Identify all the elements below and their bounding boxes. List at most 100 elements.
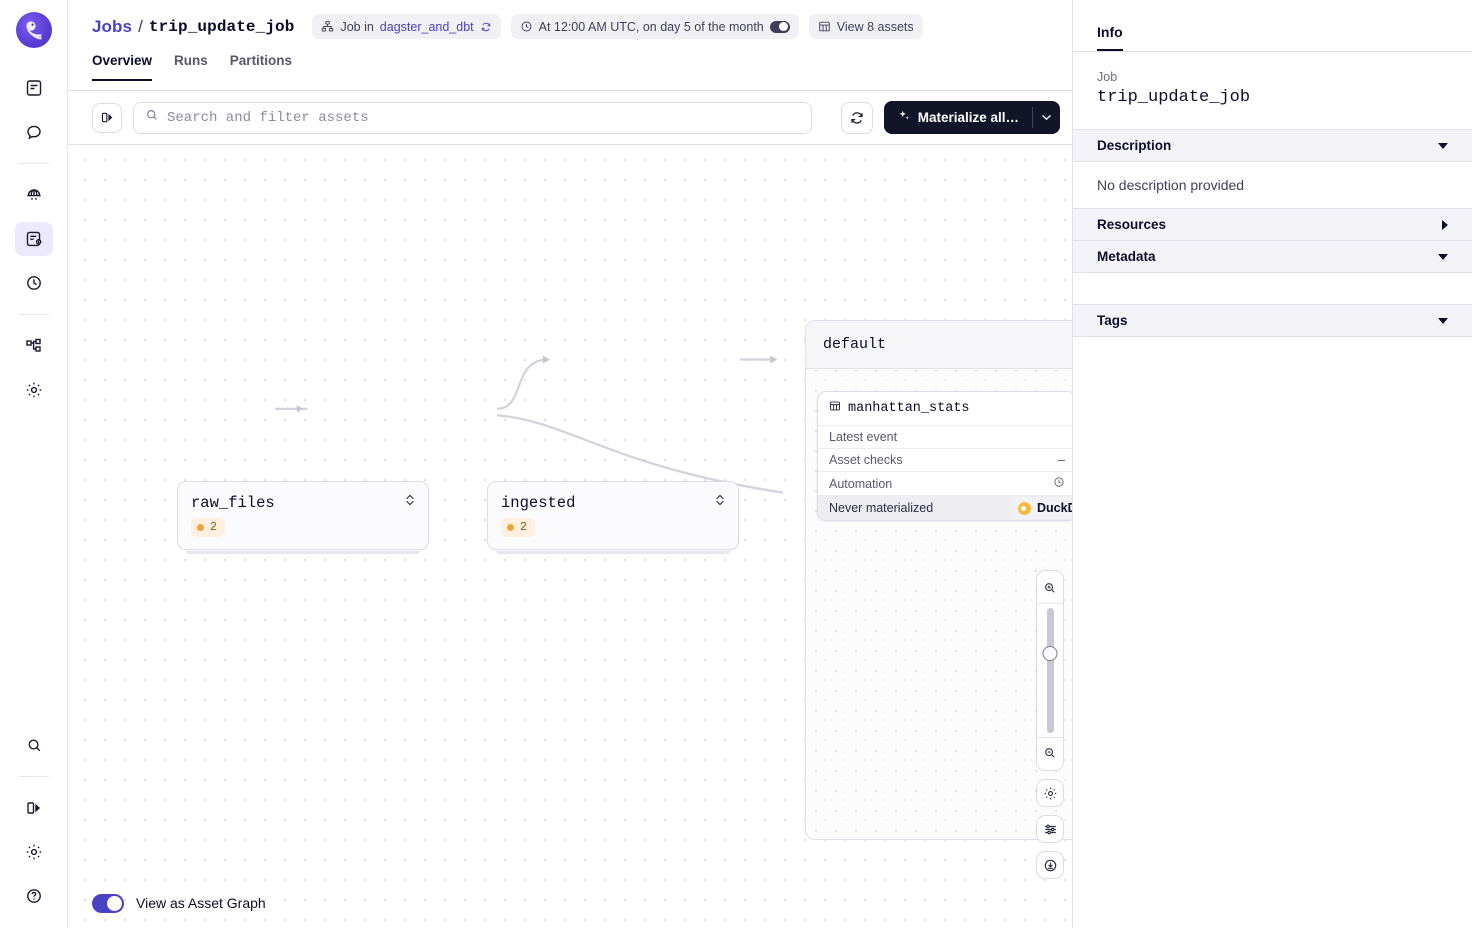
section-title: Description (1097, 138, 1172, 153)
settings-icon[interactable] (15, 373, 53, 407)
info-job-key: Job (1097, 70, 1118, 84)
materialize-label: Materialize all… (917, 110, 1019, 125)
panel-toggle-icon[interactable] (92, 102, 122, 133)
asset-node-header: ingested (488, 482, 738, 518)
tab-runs[interactable]: Runs (174, 53, 208, 68)
rail-divider (18, 163, 49, 164)
asset-row-automation[interactable]: Automation (818, 471, 1072, 495)
zoom-slider-knob[interactable] (1042, 646, 1058, 661)
runs-history-icon[interactable] (15, 266, 53, 300)
asset-row-label: Latest event (829, 430, 898, 444)
chevron-down-icon[interactable] (1438, 317, 1448, 324)
section-body-description: No description provided (1073, 162, 1472, 209)
chip-repo-link[interactable]: dagster_and_dbt (379, 19, 474, 34)
source-badge-label: DuckDB (1037, 501, 1072, 515)
chip-job-prefix: Job in (340, 19, 374, 34)
chip-schedule[interactable]: At 12:00 AM UTC, on day 5 of the month (510, 14, 799, 39)
section-title: Metadata (1097, 249, 1156, 264)
search-input[interactable] (167, 109, 800, 126)
toggle-sidebar-icon[interactable] (15, 791, 53, 825)
section-title: Resources (1097, 217, 1167, 232)
breadcrumb-jobs-link[interactable]: Jobs (92, 16, 133, 36)
section-header-tags[interactable]: Tags (1073, 305, 1472, 337)
refresh-icon[interactable] (840, 101, 873, 134)
info-panel-tabs: Info (1073, 0, 1472, 52)
view-as-asset-graph-toggle[interactable] (92, 893, 124, 913)
gear-icon[interactable] (1036, 779, 1064, 807)
asset-row-value: – (1058, 453, 1065, 467)
header-divider (68, 90, 1072, 91)
page-header: Jobs / trip_update_job Job in dagster_an… (68, 0, 1072, 53)
deployment-icon[interactable] (15, 178, 53, 212)
left-rail (0, 0, 68, 928)
zoom-slider-box (1036, 570, 1064, 771)
search-icon[interactable] (15, 728, 53, 762)
info-panel: Info Job trip_update_job Description No … (1072, 0, 1472, 928)
asset-row-label: Automation (829, 476, 893, 491)
zoom-slider-track (1046, 608, 1054, 733)
duckdb-icon (1018, 501, 1031, 515)
section-title: Tags (1097, 313, 1128, 328)
source-badge-duckdb[interactable]: DuckDB (1012, 497, 1072, 519)
view-as-asset-graph-label: View as Asset Graph (136, 895, 266, 911)
zoom-controls (1036, 570, 1064, 879)
tab-partitions[interactable]: Partitions (229, 53, 293, 68)
chip-view-assets[interactable]: View 8 assets (808, 14, 923, 39)
help-icon[interactable] (15, 879, 53, 913)
asset-node-body: 2 (178, 518, 428, 549)
section-body-metadata (1073, 273, 1472, 305)
automation-icon[interactable] (15, 329, 53, 363)
zoom-divider-2 (1037, 737, 1063, 738)
sliders-icon[interactable] (1036, 815, 1064, 843)
partition-count: 2 (210, 521, 217, 534)
chip-job-in-repo[interactable]: Job in dagster_and_dbt (312, 14, 501, 39)
reload-icon[interactable] (480, 21, 492, 33)
page-title: trip_update_job (148, 17, 295, 36)
asset-node-body: 2 (488, 518, 738, 549)
runs-feed-icon[interactable] (15, 71, 53, 105)
asset-node-raw-files[interactable]: raw_files 2 (177, 481, 429, 554)
rail-bottom-group (0, 723, 68, 918)
asset-row-latest-event[interactable]: Latest event (818, 425, 1072, 448)
status-dot-icon (507, 524, 514, 531)
search-icon (145, 108, 159, 127)
expand-collapse-icon[interactable] (405, 493, 415, 512)
status-dot-icon (197, 524, 204, 531)
chevron-down-icon[interactable] (1438, 253, 1448, 260)
zoom-slider[interactable] (1037, 608, 1063, 733)
tab-info[interactable]: Info (1097, 24, 1123, 51)
schedule-toggle[interactable] (769, 20, 790, 33)
zoom-in-icon[interactable] (1037, 577, 1063, 599)
chip-schedule-label: At 12:00 AM UTC, on day 5 of the month (538, 19, 764, 34)
materialize-all-button[interactable]: Materialize all… (884, 101, 1032, 134)
search-assets-field[interactable] (133, 101, 812, 134)
graph-toolbar: Materialize all… (68, 91, 1072, 144)
section-header-metadata[interactable]: Metadata (1073, 241, 1472, 273)
clock-icon (1053, 476, 1065, 491)
fit-to-screen-icon[interactable] (1036, 851, 1064, 879)
asset-graph-canvas[interactable]: default manhattan_stats Latest event (68, 144, 1072, 928)
table-icon (829, 400, 841, 417)
dagster-logo-icon[interactable] (15, 12, 52, 48)
tab-overview[interactable]: Overview (92, 53, 153, 81)
zoom-divider (1037, 603, 1063, 604)
asset-row-asset-checks[interactable]: Asset checks – (818, 448, 1072, 471)
breadcrumb-separator: / (138, 16, 143, 36)
assistant-icon[interactable] (15, 115, 53, 149)
chip-view-assets-label: View 8 assets (836, 19, 914, 34)
main-column: Jobs / trip_update_job Job in dagster_an… (68, 0, 1072, 928)
expand-collapse-icon[interactable] (715, 493, 725, 512)
asset-node-ingested[interactable]: ingested 2 (487, 481, 739, 554)
chevron-right-icon[interactable] (1442, 219, 1448, 230)
user-settings-icon[interactable] (15, 835, 53, 869)
table-icon (818, 20, 831, 33)
rail-divider-3 (19, 776, 49, 777)
section-header-resources[interactable]: Resources (1073, 209, 1472, 241)
chevron-down-icon[interactable] (1033, 101, 1060, 134)
zoom-out-icon[interactable] (1037, 742, 1063, 764)
section-header-description[interactable]: Description (1073, 130, 1472, 162)
chevron-down-icon[interactable] (1438, 142, 1448, 149)
assets-icon[interactable] (14, 222, 53, 256)
rail-divider-2 (18, 314, 49, 315)
